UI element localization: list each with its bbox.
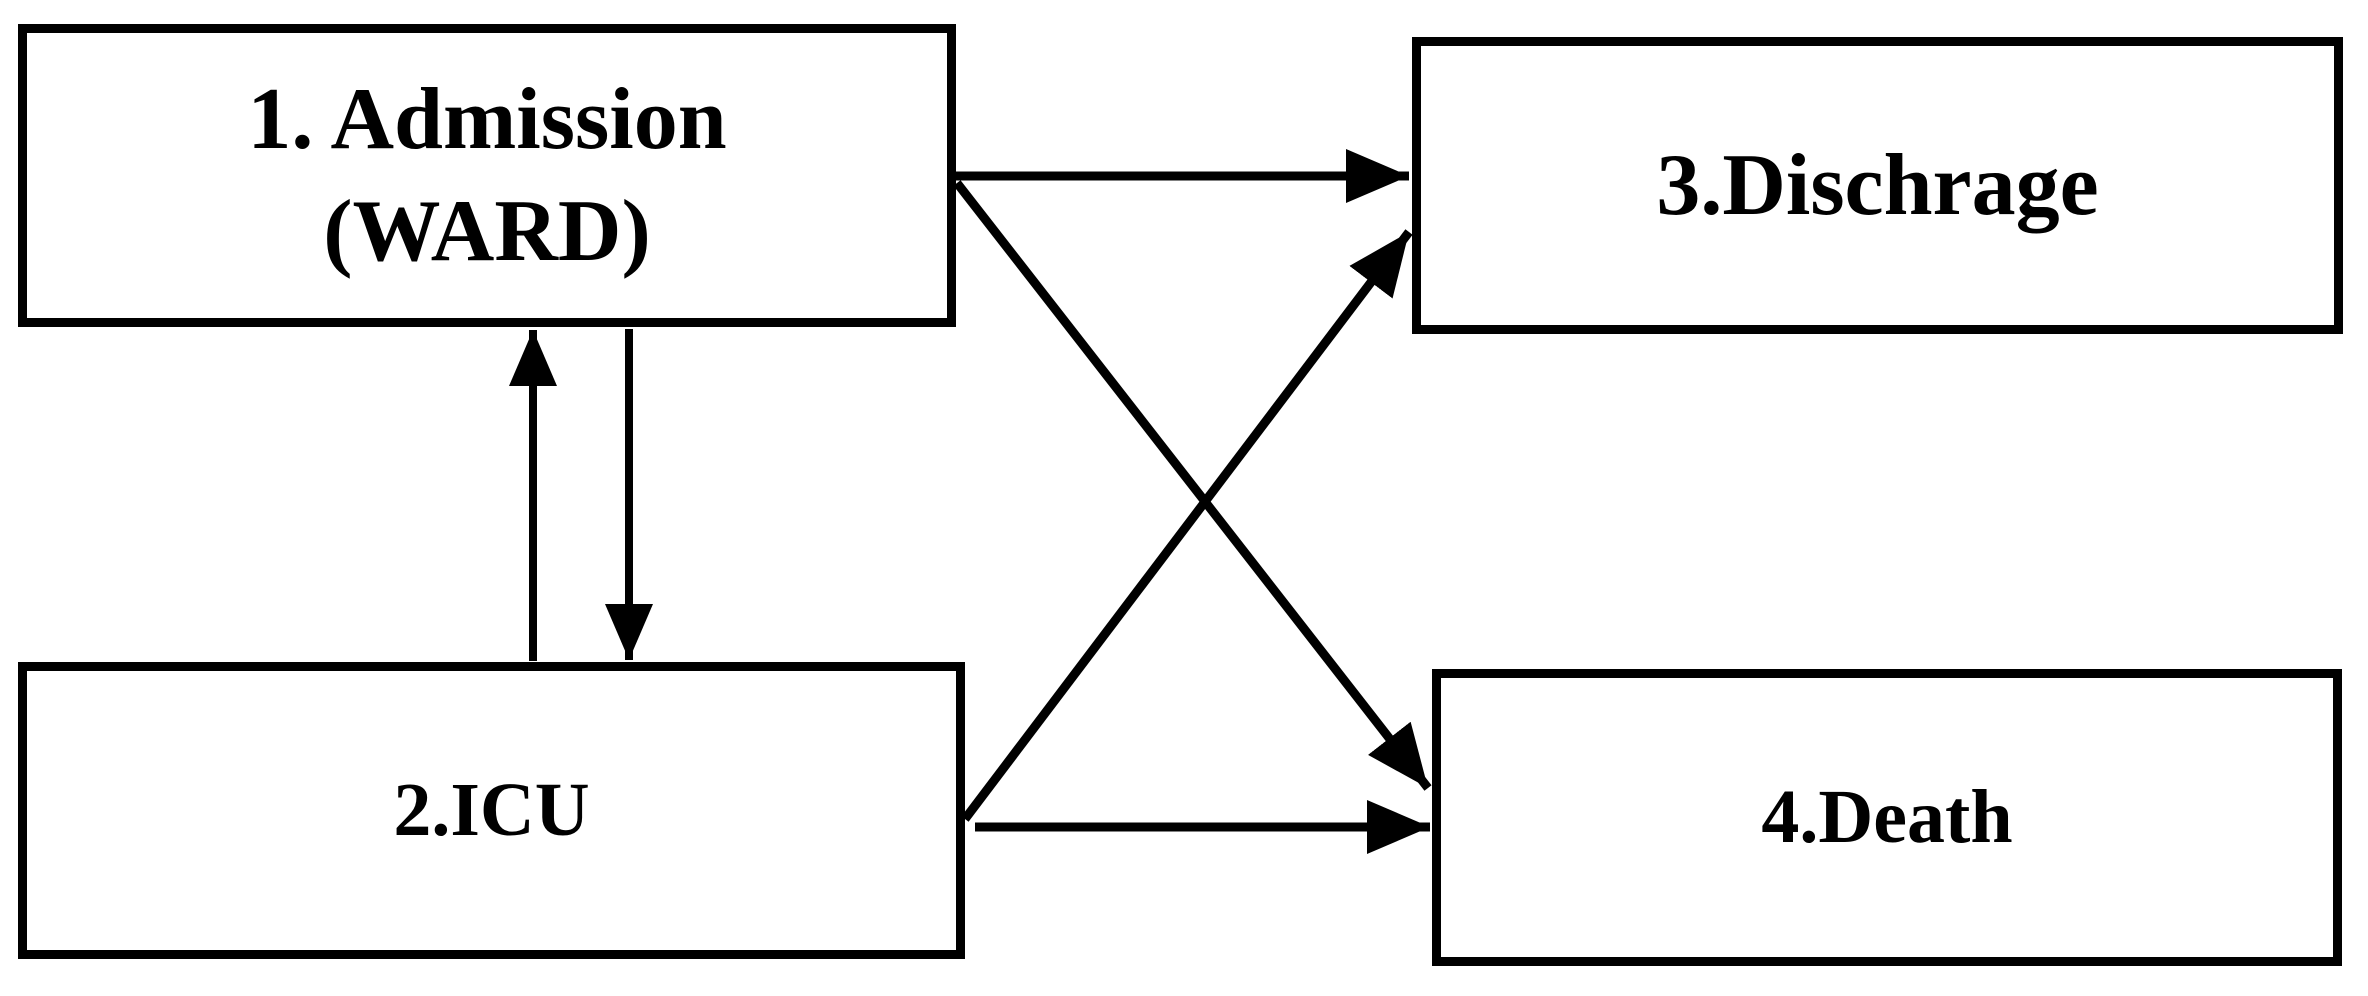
node-death-label: 4.Death [1761,774,2013,859]
node-admission-label: 1. Admission [247,70,727,168]
arrow-admission-to-death [953,180,1432,791]
node-admission-sublabel: (WARD) [323,182,651,280]
node-admission: 1. Admission (WARD) [18,24,956,327]
node-discharge: 3.Dischrage [1412,37,2343,334]
node-icu-label: 2.ICU [393,767,590,852]
node-discharge-label: 3.Dischrage [1656,136,2099,234]
arrow-icu-to-discharge [961,229,1413,822]
node-death: 4.Death [1432,669,2342,966]
node-icu: 2.ICU [18,662,965,959]
